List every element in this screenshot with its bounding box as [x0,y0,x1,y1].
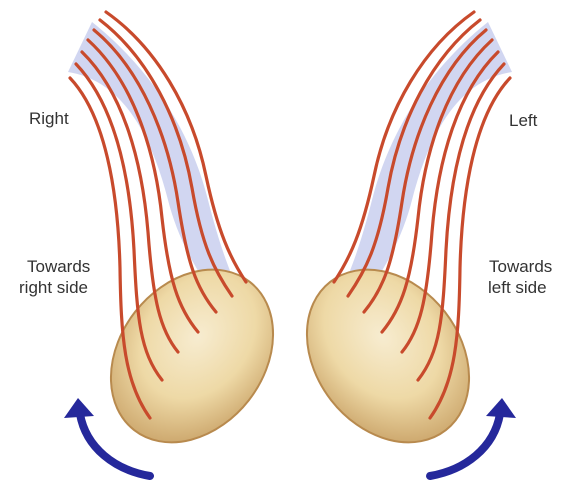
label-right: Right [29,108,69,129]
label-left: Left [509,110,537,131]
right-arrowhead-icon [64,398,94,418]
label-towards-left-line2: left side [488,277,547,298]
left-structure [273,12,516,476]
label-towards-left-line1: Towards [489,256,552,277]
right-structure [64,12,307,476]
left-oval [273,238,502,475]
right-oval [77,238,306,475]
label-towards-right-line1: Towards [27,256,90,277]
left-arrowhead-icon [486,398,516,418]
label-towards-right-line2: right side [19,277,88,298]
